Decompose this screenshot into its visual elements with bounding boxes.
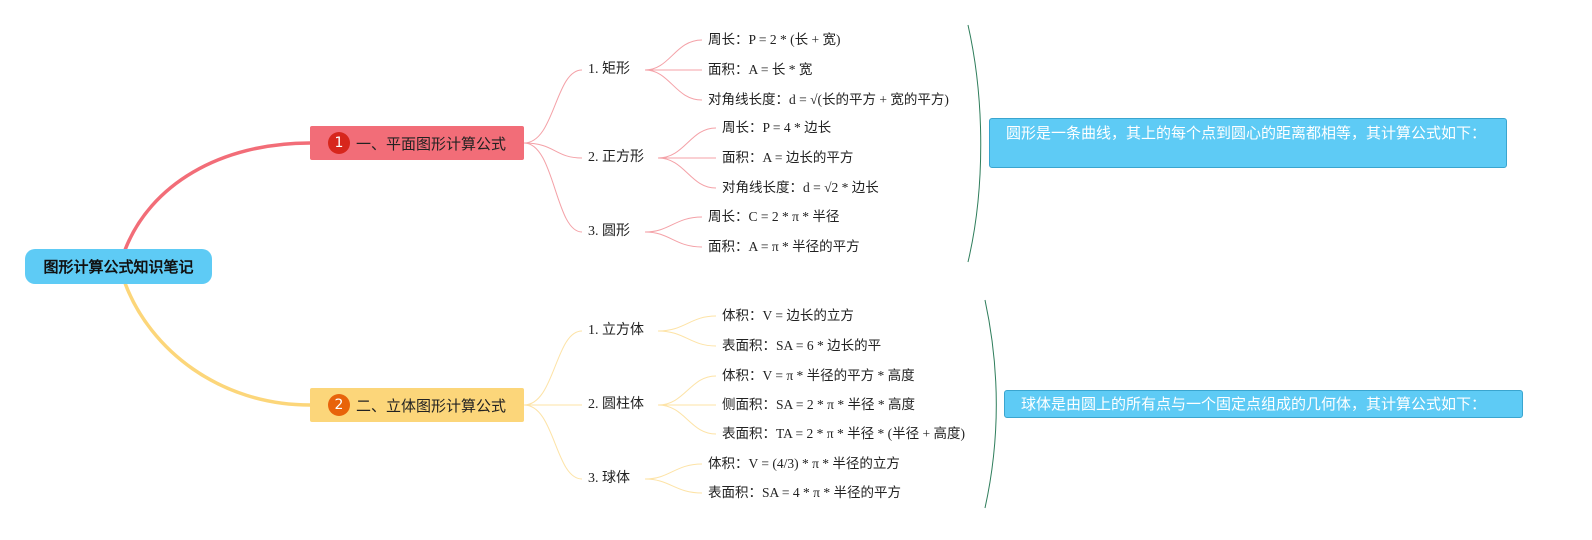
root-label: 图形计算公式知识笔记 [43,258,194,276]
link-root-branch-1 [123,141,311,251]
leaf-sphere-volume[interactable]: 体积：V = (4/3) * π * 半径的立方 [708,456,900,471]
summary-note-sphere[interactable]: 球体是由圆上的所有点与一个固定点组成的几何体，其计算公式如下： [1004,390,1523,418]
link-b2s3-leaf1 [644,463,703,480]
priority-1-badge: 1 [327,132,350,154]
leaf-rect-area[interactable]: 面积：A = 长 * 宽 [708,62,813,77]
leaf-square-perimeter[interactable]: 周长：P = 4 * 边长 [722,120,832,135]
link-b1-sub1 [523,69,583,144]
leaf-sphere-surface[interactable]: 表面积：SA = 4 * π * 半径的平方 [708,485,901,500]
link-b2s2-leaf3 [657,404,717,435]
link-b1s1-leaf1 [644,39,703,71]
topic-sphere[interactable]: 3. 球体 [588,471,630,486]
topic-square[interactable]: 2. 正方形 [588,150,644,165]
summary-brace-2 [984,299,997,509]
link-b1s2-leaf3 [657,157,717,189]
leaf-cylinder-lateral[interactable]: 侧面积：SA = 2 * π * 半径 * 高度 [722,397,915,412]
link-b2s3-leaf2 [644,478,703,494]
leaf-rect-diagonal[interactable]: 对角线长度：d = √(长的平方 + 宽的平方) [708,92,949,107]
link-b2-sub3 [523,404,583,480]
leaf-rect-perimeter[interactable]: 周长：P = 2 * (长 + 宽) [708,32,841,47]
link-b2s1-leaf1 [657,315,717,332]
link-b1-sub3 [523,142,583,233]
leaf-cylinder-total[interactable]: 表面积：TA = 2 * π * 半径 * (半径 + 高度) [722,426,965,441]
leaf-square-area[interactable]: 面积：A = 边长的平方 [722,150,854,165]
topic-cube[interactable]: 1. 立方体 [588,323,644,338]
link-b1s3-leaf1 [644,216,703,233]
leaf-cube-volume[interactable]: 体积：V = 边长的立方 [722,308,854,323]
summary-brace-1 [967,24,982,263]
topic-rectangle[interactable]: 1. 矩形 [588,62,630,77]
link-b2-sub1 [523,330,583,406]
branch-label: 一、平面图形计算公式 [355,134,506,153]
topic-cylinder[interactable]: 2. 圆柱体 [588,397,644,412]
link-b1s1-leaf3 [644,69,703,101]
link-b1-sub2 [523,142,583,159]
link-b2s1-leaf2 [657,330,717,347]
link-b1s3-leaf2 [644,231,703,248]
leaf-square-diagonal[interactable]: 对角线长度：d = √2 * 边长 [722,180,879,195]
link-b1s2-leaf1 [657,127,717,159]
link-root-branch-2 [123,282,311,407]
leaf-cube-surface[interactable]: 表面积：SA = 6 * 边长的平 [722,338,882,353]
leaf-circle-area[interactable]: 面积：A = π * 半径的平方 [708,239,860,254]
branch-label: 二、立体图形计算公式 [355,396,506,415]
leaf-cylinder-volume[interactable]: 体积：V = π * 半径的平方 * 高度 [722,368,915,383]
priority-2-badge: 2 [327,394,350,416]
root-node[interactable]: 图形计算公式知识笔记 [25,249,212,284]
link-b2s2-leaf1 [657,375,717,406]
summary-note-circle[interactable]: 圆形是一条曲线，其上的每个点到圆心的距离都相等，其计算公式如下： [989,118,1507,168]
leaf-circle-circumference[interactable]: 周长：C = 2 * π * 半径 [708,209,840,224]
branch-plane-formulas[interactable]: 1 一、平面图形计算公式 [310,126,524,160]
branch-solid-formulas[interactable]: 2 二、立体图形计算公式 [310,388,524,422]
topic-circle[interactable]: 3. 圆形 [588,224,630,239]
